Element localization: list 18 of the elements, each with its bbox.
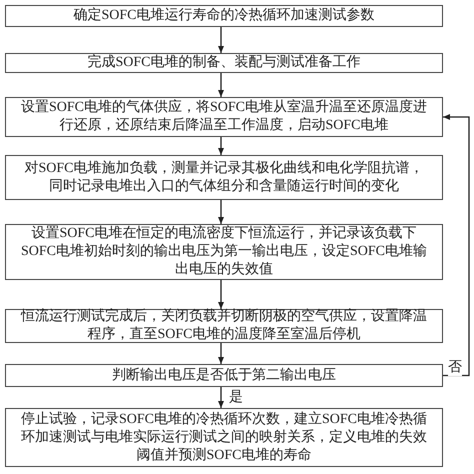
process-box: 设置SOFC电堆在恒定的电流密度下恒流运行，并记录该负载下SOFC电堆初始时刻的输出电压为第一输出电压，设定SOFC电堆输出电压的失效值 [5,224,443,280]
process-box: 停止试验，记录SOFC电堆的冷热循环次数，建立SOFC电堆冷热循环加速测试与电堆实际运行测试之间的映射关系，定义电堆的失效阈值并预测SOFC电堆的寿命 [5,408,443,467]
process-box: 对SOFC电堆施加负载，测量并记录其极化曲线和电化学阻抗谱，同时记录电堆出入口的气体组分和含量随运行时间的变化 [5,155,443,200]
edge-label: 否 [448,360,462,376]
process-box: 恒流运行测试完成后，关闭负载并切断阴极的空气供应，设置降温程序，直至SOFC电堆的温度降至室温后停机 [5,309,443,343]
arrow [218,200,224,224]
arrow [218,73,224,97]
arrow [218,387,224,408]
edge-label: 是 [229,390,243,406]
arrow [218,27,224,53]
arrow [218,280,224,309]
arrow [218,137,224,155]
arrow [443,114,470,376]
process-box: 设置SOFC电堆的气体供应，将SOFC电堆从室温升温至还原温度进行还原，还原结束后降温至工作温度，启动SOFC电堆 [5,97,443,137]
process-box: 确定SOFC电堆运行寿命的冷热循环加速测试参数 [5,5,443,27]
process-box: 判断输出电压是否低于第二输出电压 [5,364,443,387]
process-box: 完成SOFC电堆的制备、装配与测试准备工作 [5,53,443,73]
arrow [218,343,224,364]
